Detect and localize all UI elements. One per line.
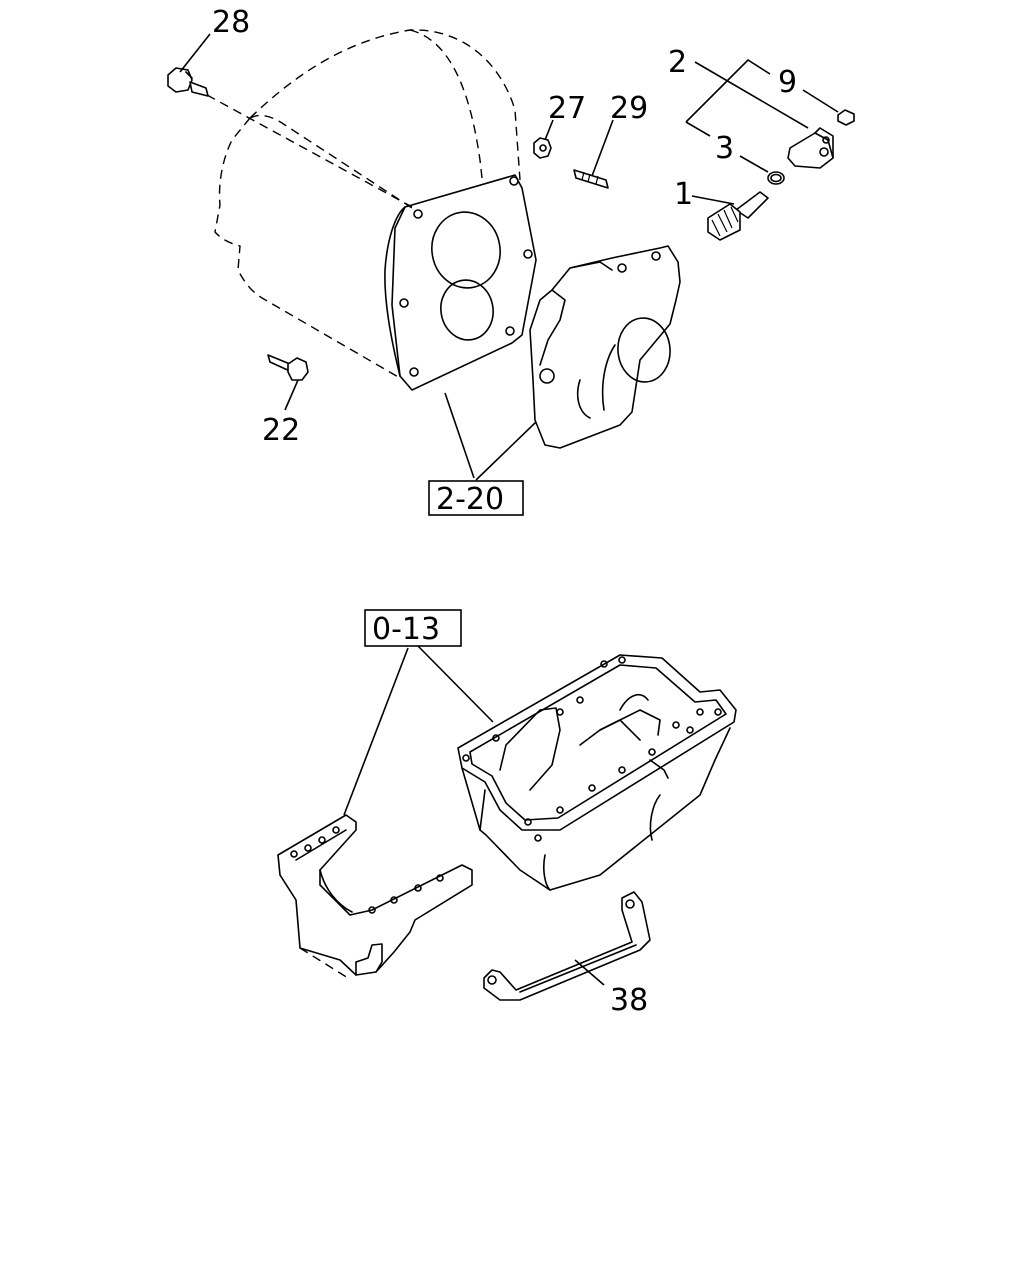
callout-22: 22 xyxy=(262,413,300,448)
callout-1: 1 xyxy=(674,177,693,212)
callout-2: 2 xyxy=(668,45,687,80)
pan-adapter xyxy=(277,647,473,979)
reference-box-2-20[interactable]: 2-20 xyxy=(428,480,524,517)
callout-28: 28 xyxy=(212,5,250,40)
callout-27: 27 xyxy=(548,91,586,126)
callout-3: 3 xyxy=(715,131,734,166)
bolt-28 xyxy=(167,33,413,208)
sleeve-assembly xyxy=(685,58,855,241)
nut-27 xyxy=(533,119,554,159)
reference-box-0-13[interactable]: 0-13 xyxy=(364,609,462,647)
callout-9: 9 xyxy=(778,65,797,100)
reference-label-2-20: 2-20 xyxy=(436,482,504,517)
cover-plate xyxy=(475,245,681,481)
transmission-housing xyxy=(214,29,537,479)
callout-38: 38 xyxy=(610,983,648,1018)
callout-29: 29 xyxy=(610,91,648,126)
bracket-38 xyxy=(483,891,651,1001)
bolt-22 xyxy=(267,354,309,411)
oil-pan xyxy=(417,645,737,891)
stud-29 xyxy=(573,119,614,189)
reference-label-0-13: 0-13 xyxy=(372,612,440,647)
